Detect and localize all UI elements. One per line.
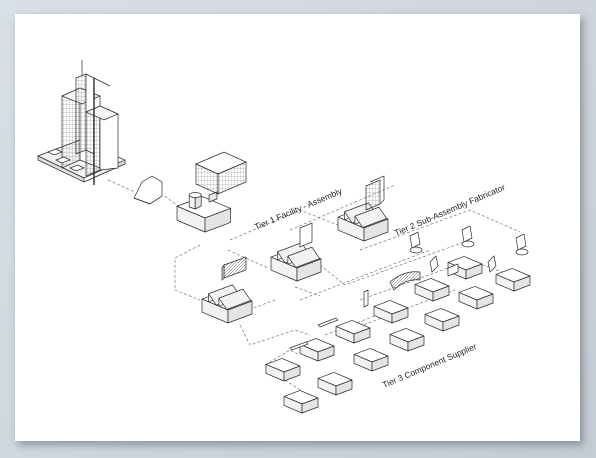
tier3-supplier-building [389,328,425,352]
tier3-supplier-building [373,300,409,324]
tier3-supplier-building [283,390,319,414]
tier3-supplier-building [335,320,371,344]
tier3-supplier-building [265,358,301,382]
tier2-fabricator-low-building [201,284,253,324]
buildings-layer [176,191,531,414]
component-post [363,289,369,308]
component-curved-panel [389,271,421,291]
tier2-label: Tier 2 Sub-Assembly Fabricator [393,182,507,238]
tier3-supplier-building [495,268,531,292]
toilet-icon [409,231,423,254]
component-panel-1 [299,222,313,248]
tier3-supplier-building [353,348,389,372]
transport-module-1 [133,175,163,205]
tier2-fabricator-upper-building [337,202,389,242]
roof-module [195,151,247,195]
toilet-icon [461,225,475,248]
tier3-supplier-building [424,308,460,332]
component-bracket-2 [487,255,497,273]
city-skyscrapers [37,60,126,185]
tier3-supplier-building [458,286,494,310]
tier3-supplier-building [414,278,450,302]
tier3-supplier-building [299,338,335,362]
toilet-icon [515,233,529,256]
tier3-supplier-building [317,372,353,396]
tier1-label: Tier 1 Facility - Assembly [253,186,344,232]
component-beam-1 [317,317,339,328]
component-bracket-1 [429,255,439,273]
tier1-facility-building [176,191,231,233]
tier3-label: Tier 3 Component Supplier [381,341,478,390]
tier2-fabricator-mid-building [270,242,322,282]
component-rack [365,175,385,211]
component-truss [221,256,247,281]
component-beam-2 [289,341,309,351]
component-bar [447,263,459,277]
